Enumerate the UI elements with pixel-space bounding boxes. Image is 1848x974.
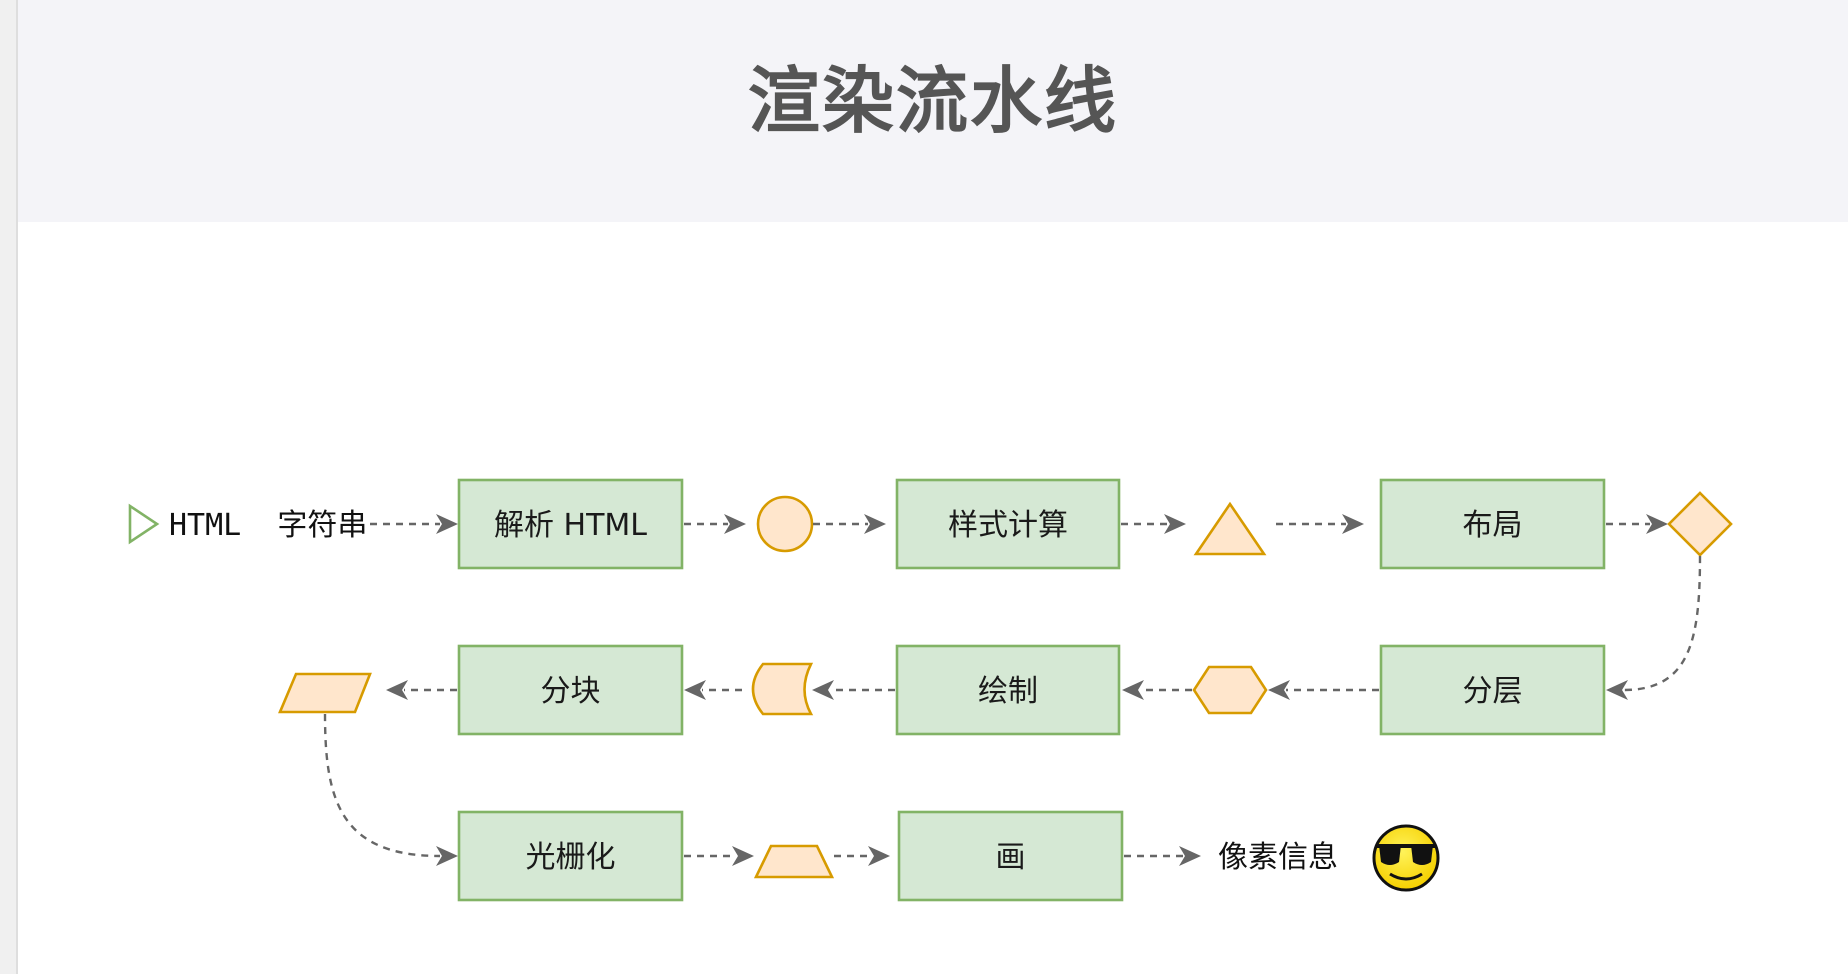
node-parse-html: 解析 HTML bbox=[457, 478, 684, 570]
edge-trapezoid-to-draw bbox=[834, 846, 890, 866]
node-layer-label: 分层 bbox=[1463, 674, 1523, 709]
node-draw: 画 bbox=[897, 810, 1124, 902]
edge-curved-rect-to-tiling bbox=[684, 680, 742, 700]
header-band bbox=[18, 0, 1848, 222]
curved-rectangle-shape bbox=[751, 662, 814, 716]
start-marker-triangle bbox=[128, 503, 160, 545]
edge-parallelogram-to-raster bbox=[323, 713, 458, 866]
page-title: 渲染流水线 bbox=[747, 59, 1118, 143]
node-tiling: 分块 bbox=[457, 644, 684, 736]
triangle-shape bbox=[1193, 501, 1267, 556]
edge-paint-to-curved-rect bbox=[812, 680, 895, 700]
node-raster-label: 光栅化 bbox=[526, 840, 616, 875]
circle-shape bbox=[756, 495, 814, 553]
start-node: HTML 字符串 bbox=[128, 503, 367, 545]
end-label: 像素信息 bbox=[1218, 840, 1338, 875]
node-paint-label: 绘制 bbox=[978, 674, 1038, 709]
edge-circle-to-style bbox=[813, 514, 886, 534]
node-paint: 绘制 bbox=[895, 644, 1121, 736]
diamond-shape bbox=[1667, 491, 1733, 557]
node-parse-html-label: 解析 HTML bbox=[494, 508, 647, 543]
node-style-calc: 样式计算 bbox=[895, 478, 1121, 570]
edge-raster-to-trapezoid bbox=[684, 846, 754, 866]
node-style-calc-label: 样式计算 bbox=[948, 508, 1068, 543]
parallelogram-shape bbox=[278, 672, 372, 714]
node-draw-label: 画 bbox=[996, 840, 1026, 875]
start-label: HTML 字符串 bbox=[169, 508, 367, 543]
hexagon-shape bbox=[1192, 665, 1268, 715]
edge-layout-to-diamond bbox=[1606, 514, 1668, 534]
sunglasses-smiley-icon bbox=[1372, 824, 1440, 892]
node-raster: 光栅化 bbox=[457, 810, 684, 902]
edge-hexagon-to-paint bbox=[1122, 680, 1192, 700]
edge-parse-to-circle bbox=[684, 514, 746, 534]
edge-diamond-to-layer bbox=[1606, 555, 1702, 700]
edge-draw-to-end bbox=[1124, 846, 1201, 866]
page-left-border bbox=[0, 0, 18, 974]
node-layer: 分层 bbox=[1379, 644, 1606, 736]
node-layout-label: 布局 bbox=[1463, 508, 1523, 543]
trapezoid-shape bbox=[753, 844, 835, 879]
edge-tiling-to-parallelogram bbox=[386, 680, 457, 700]
edge-triangle-to-layout bbox=[1276, 514, 1364, 534]
edge-layer-to-hexagon bbox=[1268, 680, 1379, 700]
edge-start-to-parse bbox=[370, 514, 458, 534]
node-tiling-label: 分块 bbox=[541, 674, 601, 709]
edge-style-to-triangle bbox=[1121, 514, 1186, 534]
node-layout: 布局 bbox=[1379, 478, 1606, 570]
